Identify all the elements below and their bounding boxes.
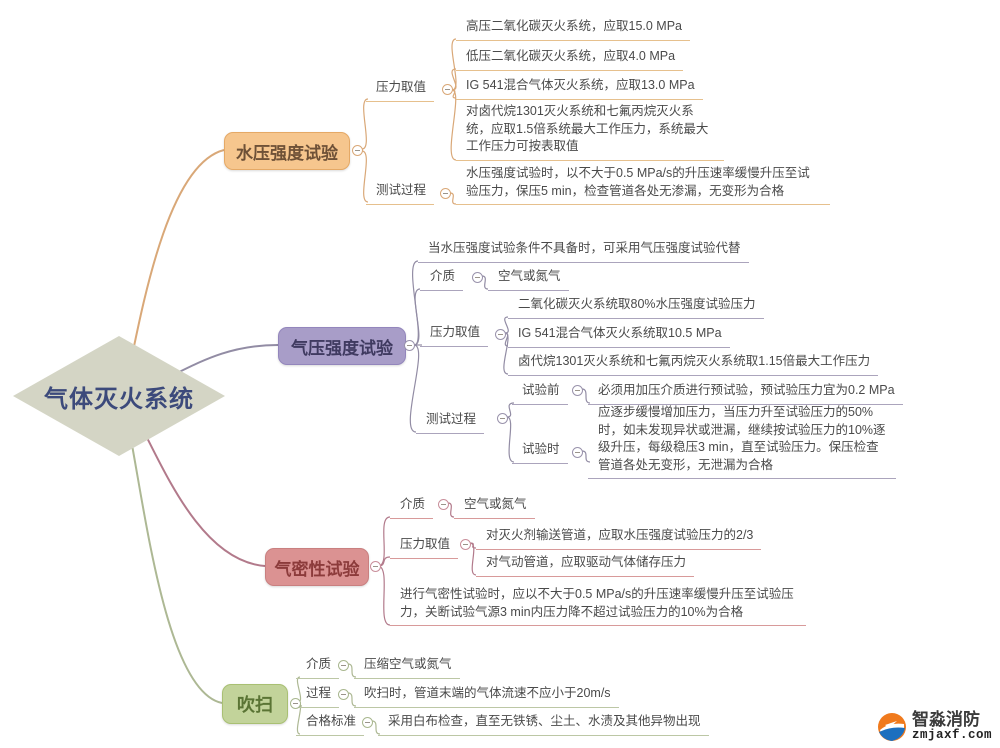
- node-b3-pressure-label[interactable]: 压力取值: [390, 536, 459, 559]
- node-b1-pressure-item[interactable]: IG 541混合气体灭火系统，应取13.0 MPa: [456, 77, 703, 100]
- node-b2-pressure-label[interactable]: 压力取值: [420, 324, 489, 347]
- node-b3-medium-value[interactable]: 空气或氮气: [454, 496, 535, 519]
- node-b2-medium-value[interactable]: 空气或氮气: [488, 268, 569, 291]
- topic-hydrostatic-test[interactable]: 水压强度试验: [224, 132, 350, 170]
- collapse-icon[interactable]: [338, 660, 349, 671]
- collapse-icon[interactable]: [460, 539, 471, 550]
- node-b4-medium-value[interactable]: 压缩空气或氮气: [354, 656, 460, 679]
- node-b1-process-item[interactable]: 水压强度试验时，以不大于0.5 MPa/s的升压速率缓慢升压至试验压力，保压5 …: [456, 165, 830, 205]
- collapse-icon[interactable]: [572, 447, 583, 458]
- node-b2-pressure-item[interactable]: 二氧化碳灭火系统取80%水压强度试验压力: [508, 296, 764, 319]
- node-b3-medium-label[interactable]: 介质: [390, 496, 434, 519]
- node-b1-process-label[interactable]: 测试过程: [366, 182, 435, 205]
- branch2-connectors: [127, 260, 591, 463]
- node-b1-pressure-item[interactable]: 高压二氧化碳灭火系统，应取15.0 MPa: [456, 18, 691, 41]
- topic-airtightness-test[interactable]: 气密性试验: [265, 548, 369, 586]
- node-b2-medium-label[interactable]: 介质: [420, 268, 464, 291]
- node-b1-pressure-label[interactable]: 压力取值: [366, 79, 435, 102]
- node-b2-before-label[interactable]: 试验前: [512, 382, 568, 405]
- node-b4-standard-value[interactable]: 采用白布检查，直至无铁锈、尘土、水渍及其他异物出现: [378, 713, 709, 736]
- collapse-icon[interactable]: [438, 499, 449, 510]
- collapse-icon[interactable]: [472, 272, 483, 283]
- node-b3-pressure-item[interactable]: 对灭火剂输送管道，应取水压强度试验压力的2/3: [476, 527, 762, 550]
- collapse-icon[interactable]: [440, 188, 451, 199]
- node-b2-pressure-item[interactable]: 卤代烷1301灭火系统和七氟丙烷灭火系统取1.15倍最大工作压力: [508, 353, 879, 376]
- node-b1-pressure-item[interactable]: 对卤代烷1301灭火系统和七氟丙烷灭火系统，应取1.5倍系统最大工作压力，系统最…: [456, 103, 724, 161]
- collapse-icon[interactable]: [404, 340, 415, 351]
- collapse-icon[interactable]: [497, 413, 508, 424]
- node-b2-before-value[interactable]: 必须用加压介质进行预试验，预试验压力宜为0.2 MPa: [588, 382, 903, 405]
- node-b2-process-label[interactable]: 测试过程: [416, 411, 485, 434]
- node-b2-during-value[interactable]: 应逐步缓慢增加压力，当压力升至试验压力的50%时，如未发现异状或泄漏，继续按试验…: [588, 404, 896, 479]
- node-b4-medium-label[interactable]: 介质: [296, 656, 340, 679]
- node-b2-pressure-item[interactable]: IG 541混合气体灭火系统取10.5 MPa: [508, 325, 730, 348]
- node-b3-pressure-item[interactable]: 对气动管道，应取驱动气体储存压力: [476, 554, 695, 577]
- collapse-icon[interactable]: [338, 689, 349, 700]
- topic-label: 气压强度试验: [291, 338, 393, 358]
- node-b4-process-label[interactable]: 过程: [296, 685, 340, 708]
- watermark-logo: [877, 712, 906, 741]
- collapse-icon[interactable]: [352, 145, 363, 156]
- node-b4-standard-label[interactable]: 合格标准: [296, 713, 365, 736]
- watermark-brand: 智淼消防: [911, 710, 980, 730]
- collapse-icon[interactable]: [442, 84, 453, 95]
- node-b3-note[interactable]: 进行气密性试验时，应以不大于0.5 MPa/s的升压速率缓慢升压至试验压力，关断…: [390, 586, 806, 626]
- node-b4-process-value[interactable]: 吹扫时，管道末端的气体流速不应小于20m/s: [354, 685, 619, 708]
- collapse-icon[interactable]: [572, 385, 583, 396]
- node-b2-note[interactable]: 当水压强度试验条件不具备时，可采用气压强度试验代替: [418, 240, 749, 263]
- node-b1-pressure-item[interactable]: 低压二氧化碳灭火系统，应取4.0 MPa: [456, 48, 684, 71]
- collapse-icon[interactable]: [290, 698, 301, 709]
- watermark-site: zmjaxf.com: [911, 727, 992, 742]
- collapse-icon[interactable]: [370, 561, 381, 572]
- collapse-icon[interactable]: [362, 717, 373, 728]
- node-b2-during-label[interactable]: 试验时: [512, 441, 568, 464]
- topic-label: 吹扫: [237, 695, 273, 715]
- topic-label: 水压强度试验: [236, 143, 338, 163]
- topic-purge[interactable]: 吹扫: [222, 684, 288, 724]
- topic-pneumatic-test[interactable]: 气压强度试验: [278, 327, 406, 365]
- watermark: 智淼消防 zmjaxf.com: [877, 711, 992, 742]
- collapse-icon[interactable]: [495, 329, 506, 340]
- root-topic-label: 气体灭火系统: [44, 385, 194, 413]
- topic-label: 气密性试验: [274, 559, 360, 579]
